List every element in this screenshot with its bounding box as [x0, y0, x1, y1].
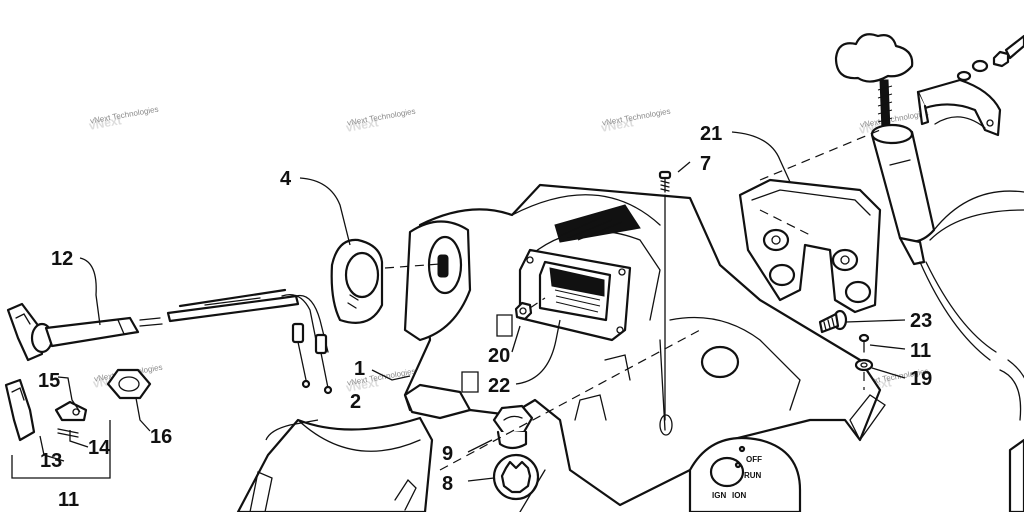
callout-19: 19 — [910, 368, 932, 390]
callout-4: 4 — [280, 168, 292, 190]
assembly-line — [519, 469, 546, 512]
callout-9: 9 — [442, 443, 453, 465]
switch-label-ign: IGN — [712, 491, 726, 500]
callout-14: 13 — [40, 450, 62, 472]
assembly-line — [439, 329, 701, 471]
svg-text:vNext: vNext — [345, 375, 380, 394]
part-lever-kit — [4, 378, 88, 442]
svg-text:vNext: vNext — [345, 115, 380, 134]
callout-8: 8 — [442, 473, 453, 495]
callout-1: 1 — [354, 358, 365, 380]
callout-22: 22 — [488, 375, 510, 397]
callout-7: 7 — [700, 153, 711, 175]
part-jam-nut — [492, 404, 534, 450]
svg-text:vNext Technologies: vNext Technologies — [601, 107, 671, 128]
callout-labels: 4 12 15 14 16 13 11 1 2 7 21 20 22 9 8 2… — [38, 123, 932, 511]
svg-text:vNext: vNext — [88, 113, 123, 132]
leader-lines — [11, 131, 906, 482]
callout-2: 2 — [350, 391, 361, 413]
switch-label-run: RUN — [744, 471, 762, 480]
part-mount-bracket — [738, 178, 882, 314]
callout-17: 16 — [150, 426, 172, 448]
part-washers-top — [956, 34, 1024, 82]
callout-15: 14 — [88, 437, 111, 459]
part-clamp-bracket — [916, 78, 1002, 137]
svg-text:vNext Technologies: vNext Technologies — [89, 105, 159, 126]
switch-label-ion: ION — [732, 491, 746, 500]
part-bolt-23 — [818, 309, 848, 334]
part-washer-19 — [854, 358, 874, 372]
assembly-line — [529, 297, 546, 309]
callout-11: 11 — [910, 340, 931, 362]
part-throttle-lever — [6, 302, 163, 362]
part-ignition-switch: OFF RUN IGN ION — [688, 436, 802, 512]
callout-13: 11 — [58, 489, 79, 511]
part-primer-pump — [834, 33, 1024, 512]
part-lock-washer — [492, 453, 540, 501]
callout-21: 21 — [700, 123, 722, 145]
svg-text:vNext: vNext — [600, 115, 635, 134]
part-nut-17 — [106, 368, 152, 400]
part-lower-cover — [236, 416, 434, 512]
part-gasket-plate — [518, 248, 632, 342]
part-screw-7 — [658, 170, 672, 193]
part-screw-11 — [858, 333, 870, 353]
assembly-line — [759, 129, 881, 181]
switch-label-off: OFF — [746, 455, 762, 464]
callout-20: 20 — [488, 345, 510, 367]
svg-text:vNext Technologies: vNext Technologies — [346, 107, 416, 128]
callout-12: 12 — [51, 248, 73, 270]
callout-23: 23 — [910, 310, 932, 332]
part-nut-20 — [514, 301, 533, 321]
assembly-line — [384, 263, 441, 269]
part-throttle-cables — [166, 288, 333, 395]
callout-16: 15 — [38, 370, 60, 392]
part-backing-plate — [330, 238, 384, 324]
